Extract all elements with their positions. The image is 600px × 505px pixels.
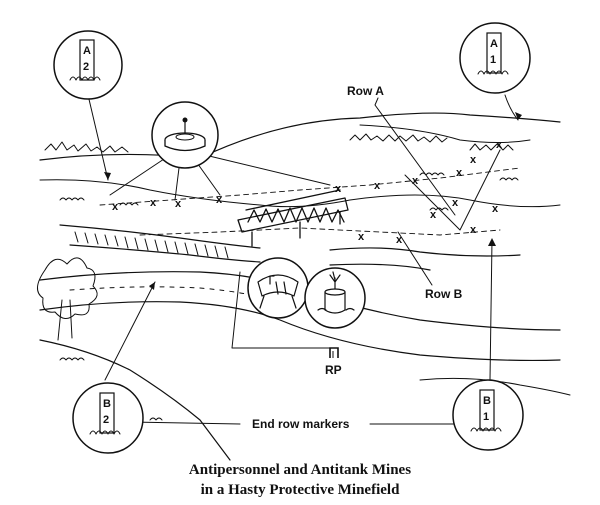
- landscape: [37, 112, 571, 461]
- mine-mark: x: [396, 234, 403, 246]
- antipersonnel-mine-callout-left: [247, 257, 309, 319]
- mine-mark: x: [335, 183, 342, 195]
- mine-mark: x: [452, 197, 459, 209]
- marker-number: 1: [490, 54, 496, 66]
- mine-mark: x: [150, 197, 157, 209]
- mine-mark: x: [374, 180, 381, 192]
- mine-mark: x: [456, 167, 463, 179]
- mine-mark: x: [492, 203, 499, 215]
- antitank-mine-callout: [151, 101, 219, 169]
- mine-mark: x: [358, 231, 365, 243]
- antitank-mine-icon: [164, 117, 206, 152]
- release-point-symbol: [329, 347, 339, 358]
- arrowheads: [104, 112, 522, 290]
- mine-mark: x: [470, 224, 477, 236]
- connector-lines: [87, 94, 519, 425]
- mine-mark: x: [470, 154, 477, 166]
- marker-letter: B: [103, 398, 111, 410]
- marker-letter: A: [83, 45, 91, 57]
- marker-letter: A: [490, 38, 498, 50]
- mine-mark: x: [412, 175, 419, 187]
- mine-mark: x: [175, 198, 182, 210]
- caption-line-1: Antipersonnel and Antitank Mines: [189, 462, 411, 478]
- mine-lines: [99, 167, 521, 236]
- bridge: [237, 189, 349, 247]
- mine-symbols: x x x x x x x x x x x x x x x x: [112, 139, 503, 246]
- antipersonnel-mine-callout-right: [304, 267, 366, 329]
- bounding-mine-icon: [317, 271, 355, 314]
- marker-a1-callout: A 1: [459, 22, 531, 94]
- marker-b2-callout: B 2: [72, 382, 144, 454]
- end-row-markers-label: End row markers: [252, 417, 350, 431]
- row-b-label: Row B: [425, 287, 463, 301]
- marker-number: 2: [83, 61, 89, 73]
- mine-mark: x: [496, 139, 503, 151]
- mine-mark: x: [430, 209, 437, 221]
- marker-number: 1: [483, 411, 489, 423]
- claymore-mine-icon: [257, 274, 299, 309]
- marker-number: 2: [103, 414, 109, 426]
- marker-a2-callout: A 2: [53, 30, 123, 100]
- row-a-label: Row A: [347, 84, 384, 98]
- mine-mark: x: [216, 194, 223, 206]
- rp-label: RP: [325, 363, 342, 377]
- caption-line-2: in a Hasty Protective Minefield: [201, 482, 401, 498]
- marker-letter: B: [483, 395, 491, 407]
- mine-mark: x: [112, 201, 119, 213]
- marker-b1-callout: B 1: [452, 379, 524, 451]
